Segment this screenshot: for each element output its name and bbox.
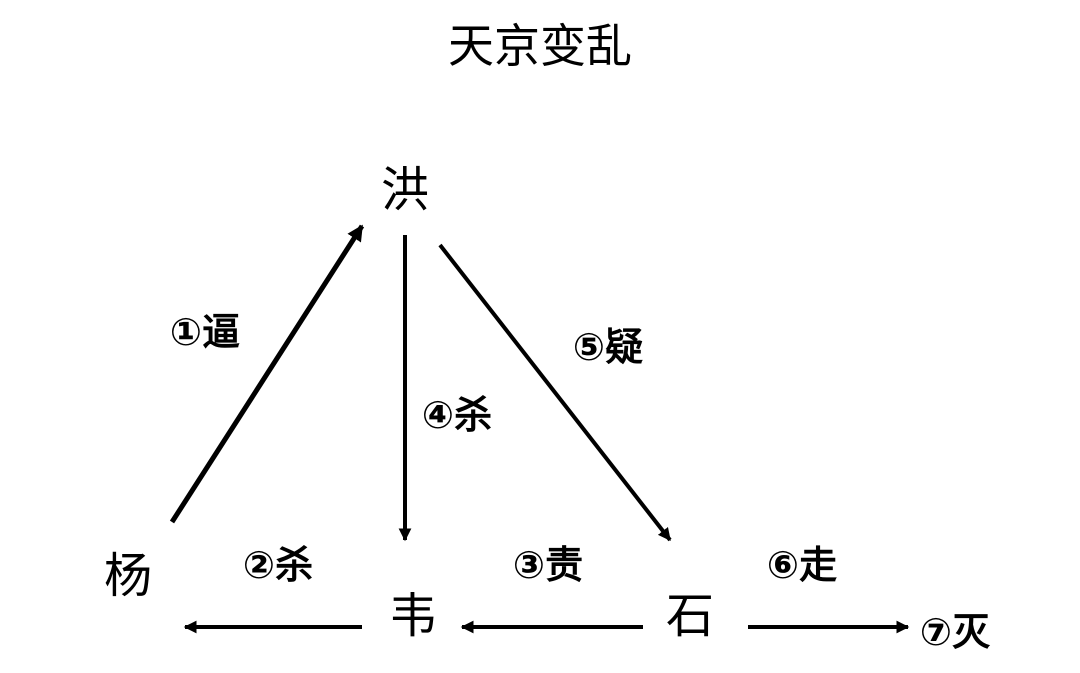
edge-label-hong-to-shi: ⑤疑	[573, 325, 643, 369]
node-hong: 洪	[381, 162, 429, 218]
arrow-hong-to-shi	[438, 243, 672, 542]
node-yang: 杨	[104, 548, 152, 604]
edge-label-wei-to-yang: ②杀	[243, 543, 313, 587]
diagram-title: 天京变乱	[448, 19, 632, 73]
edge-label-shi-to-wei: ③责	[513, 543, 583, 587]
node-mie: ⑦灭	[920, 610, 990, 654]
edge-label-shi-to-mie: ⑥走	[767, 543, 837, 587]
edge-label-hong-to-wei: ④杀	[422, 393, 492, 437]
arrow-yang-to-hong	[169, 224, 365, 524]
edge-label-yang-to-hong: ①逼	[170, 310, 240, 354]
node-wei: 韦	[389, 588, 437, 644]
node-shi: 石	[666, 588, 714, 644]
